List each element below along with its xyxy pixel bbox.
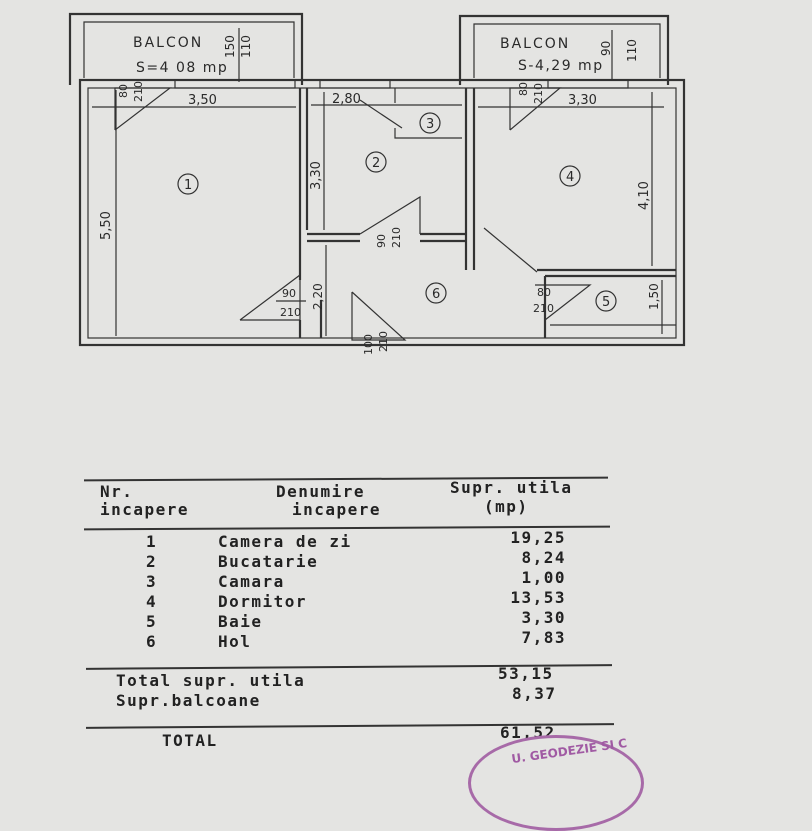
room-number: 5 bbox=[602, 295, 610, 310]
row-area: 8,24 bbox=[521, 548, 566, 567]
room-number: 4 bbox=[566, 170, 574, 185]
row-number: 4 bbox=[146, 592, 158, 611]
dimension-label: 2,80 bbox=[332, 92, 361, 107]
header-area: (mp) bbox=[484, 497, 529, 516]
room-number: 1 bbox=[184, 178, 192, 193]
total-usable-label: Total supr. utila bbox=[116, 671, 306, 690]
row-name: Dormitor bbox=[218, 592, 308, 611]
door-dim: 80 bbox=[117, 84, 130, 98]
room-numbers: 1 2 3 4 5 6 bbox=[177, 112, 617, 312]
doors: 80 210 80 210 90 210 90 210 100 210 80 2… bbox=[114, 81, 592, 355]
stamp: U. GEODEZIE SI C bbox=[468, 735, 644, 831]
door-dim: 90 bbox=[282, 287, 296, 300]
door-dim: 80 bbox=[517, 82, 530, 96]
door-dim: 210 bbox=[532, 83, 545, 104]
row-area: 13,53 bbox=[510, 588, 566, 607]
row-number: 2 bbox=[146, 552, 158, 571]
interior-walls bbox=[174, 79, 676, 338]
row-name: Hol bbox=[218, 632, 252, 651]
window-dim: 110 bbox=[625, 39, 639, 62]
row-name: Baie bbox=[218, 612, 263, 631]
balcony-left: BALCON S=4 08 mp 150 110 bbox=[68, 12, 304, 85]
row-name: Bucatarie bbox=[218, 552, 319, 571]
row-area: 19,25 bbox=[510, 528, 566, 547]
dimension-label: 3,30 bbox=[568, 93, 597, 108]
dimension-label: 2,20 bbox=[311, 283, 325, 310]
window-dim: 110 bbox=[239, 35, 253, 58]
balcony-area: S-4,29 mp bbox=[518, 58, 604, 74]
balcony-right: BALCON S-4,29 mp 90 110 bbox=[458, 14, 670, 85]
stamp-text: U. GEODEZIE SI C bbox=[510, 735, 628, 767]
header-name: incapere bbox=[292, 500, 382, 519]
balconies-label: Supr.balcoane bbox=[116, 691, 261, 710]
room-number: 2 bbox=[372, 156, 380, 171]
dimension-label: 1,50 bbox=[647, 283, 661, 310]
row-number: 5 bbox=[146, 612, 158, 631]
row-area: 3,30 bbox=[521, 608, 566, 627]
header-area: Supr. utila bbox=[450, 478, 573, 497]
room-number: 3 bbox=[426, 117, 434, 132]
row-area: 7,83 bbox=[521, 628, 566, 647]
total-usable-value: 53,15 bbox=[498, 664, 554, 683]
dimension-lines: 3,50 5,50 2,80 3,30 3,30 4,10 1,50 2,20 bbox=[92, 90, 676, 336]
row-number: 6 bbox=[146, 632, 158, 651]
room-number: 6 bbox=[432, 287, 440, 302]
total-label: TOTAL bbox=[162, 731, 218, 750]
row-area: 1,00 bbox=[521, 568, 566, 587]
door-dim: 210 bbox=[132, 81, 145, 102]
window-dim: 90 bbox=[599, 41, 613, 56]
balcony-label: BALCON bbox=[133, 35, 203, 51]
dimension-label: 3,30 bbox=[309, 161, 324, 190]
balconies-value: 8,37 bbox=[512, 684, 557, 703]
row-number: 1 bbox=[146, 532, 158, 551]
outer-wall bbox=[78, 78, 686, 347]
row-name: Camera de zi bbox=[218, 532, 352, 551]
header-nr: incapere bbox=[100, 500, 190, 519]
door-dim: 100 bbox=[362, 334, 375, 355]
door-dim: 80 bbox=[537, 286, 551, 299]
door-dim: 210 bbox=[533, 302, 554, 315]
door-dim: 90 bbox=[375, 234, 388, 248]
dimension-label: 5,50 bbox=[99, 211, 114, 240]
balcony-label: BALCON bbox=[500, 36, 570, 52]
header-name: Denumire bbox=[276, 482, 366, 501]
balcony-area: S=4 08 mp bbox=[136, 60, 228, 76]
window-dim: 150 bbox=[223, 35, 237, 58]
door-dim: 210 bbox=[377, 331, 390, 352]
dimension-label: 4,10 bbox=[637, 181, 652, 210]
header-nr: Nr. bbox=[100, 482, 134, 501]
floor-plan: BALCON S=4 08 mp 150 110 BALCON S-4,29 m… bbox=[68, 12, 686, 355]
row-number: 3 bbox=[146, 572, 158, 591]
row-name: Camara bbox=[218, 572, 285, 591]
door-dim: 210 bbox=[390, 227, 403, 248]
door-dim: 210 bbox=[280, 306, 301, 319]
dimension-label: 3,50 bbox=[188, 93, 217, 108]
